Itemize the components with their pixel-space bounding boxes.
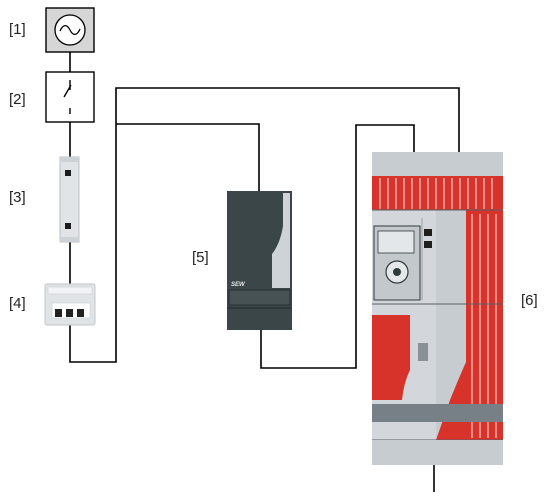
drive-side-fin-lines (471, 214, 497, 438)
controller-front-panel (272, 193, 290, 288)
line-filter (44, 283, 96, 326)
filter-terminal-1 (55, 309, 62, 317)
fuse-terminal-top (65, 170, 71, 176)
switch-contact-icon (63, 80, 72, 114)
fuse-bottom-band (60, 237, 79, 242)
wire-filter-to-bus (69, 87, 460, 363)
fuse-module (59, 156, 80, 243)
drive-inverter (372, 152, 503, 465)
drive-fins-top (372, 176, 503, 210)
drive-display-screen (377, 230, 415, 254)
filter-top-strip (47, 286, 93, 295)
controller-lower-panel (228, 289, 291, 306)
wiring (69, 52, 460, 492)
label-5: [5] (192, 249, 209, 266)
controller-unit: SEW (227, 191, 292, 330)
drive-connector-slot (418, 343, 428, 361)
drive-bottom-cap (372, 440, 503, 465)
sine-wave-icon (59, 24, 81, 36)
drive-knob-inner (393, 268, 401, 276)
component-labels: [1] [2] [3] [4] [5] [6] (9, 21, 538, 312)
brand-logo: SEW (231, 282, 246, 288)
ac-supply (45, 7, 95, 53)
drive-side-bevel (436, 210, 466, 440)
fuse-top-band (60, 157, 79, 162)
label-3: [3] (9, 189, 26, 206)
fuse-body (59, 156, 80, 243)
label-1: [1] (9, 21, 26, 38)
label-6: [6] (521, 292, 538, 309)
filter-terminal-3 (77, 309, 84, 317)
drive-led-1 (424, 229, 432, 236)
wire-controller-to-drive (260, 124, 415, 369)
main-switch-box (45, 71, 95, 123)
fuse-terminal-bottom (65, 223, 71, 229)
filter-terminal-2 (66, 309, 73, 317)
drive-led-2 (424, 241, 432, 248)
label-4: [4] (9, 295, 26, 312)
label-2: [2] (9, 91, 26, 108)
drive-top-cap (372, 152, 503, 176)
drive-bottom-band (372, 404, 503, 422)
drive-fin-lines (379, 178, 493, 209)
drive-red-front-plate (372, 315, 410, 400)
main-switch (45, 71, 95, 123)
wire-bus-to-controller (116, 123, 260, 191)
